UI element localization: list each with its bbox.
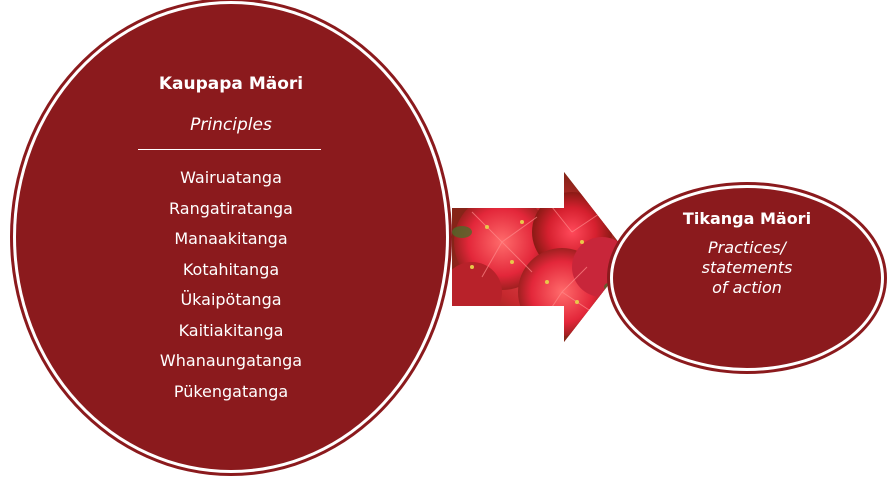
principles-list: Wairuatanga Rangatiratanga Manaakitanga … [16, 163, 446, 407]
practices-subheading: Practices/ statements of action [613, 238, 881, 298]
principles-heading: Kaupapa Mäori [158, 74, 304, 94]
principle-item: Manaakitanga [174, 229, 288, 248]
principle-item: Kotahitanga [182, 259, 280, 279]
practices-circle: Tikanga Mäori Practices/ statements of a… [613, 188, 881, 368]
practices-subheading-line: Practices/ [708, 238, 786, 257]
practices-subheading-line: of action [712, 278, 782, 297]
practices-subheading-line: statements [701, 258, 793, 277]
principle-item: Wairuatanga [180, 168, 282, 187]
practices-heading: Tikanga Mäori [682, 209, 812, 228]
principle-item: Pükengatanga [173, 381, 289, 401]
principle-item: Kaitiakitanga [178, 320, 284, 340]
flower-arrow-icon [452, 172, 630, 342]
principles-circle: Kaupapa Mäori Principles Wairuatanga Ran… [16, 4, 446, 470]
principle-item: Rangatiratanga [169, 198, 293, 218]
principles-subheading: Principles [190, 115, 272, 135]
principle-item: Ükaipötanga [180, 290, 282, 309]
principles-divider [138, 149, 321, 150]
principle-item: Whanaungatanga [159, 351, 303, 370]
